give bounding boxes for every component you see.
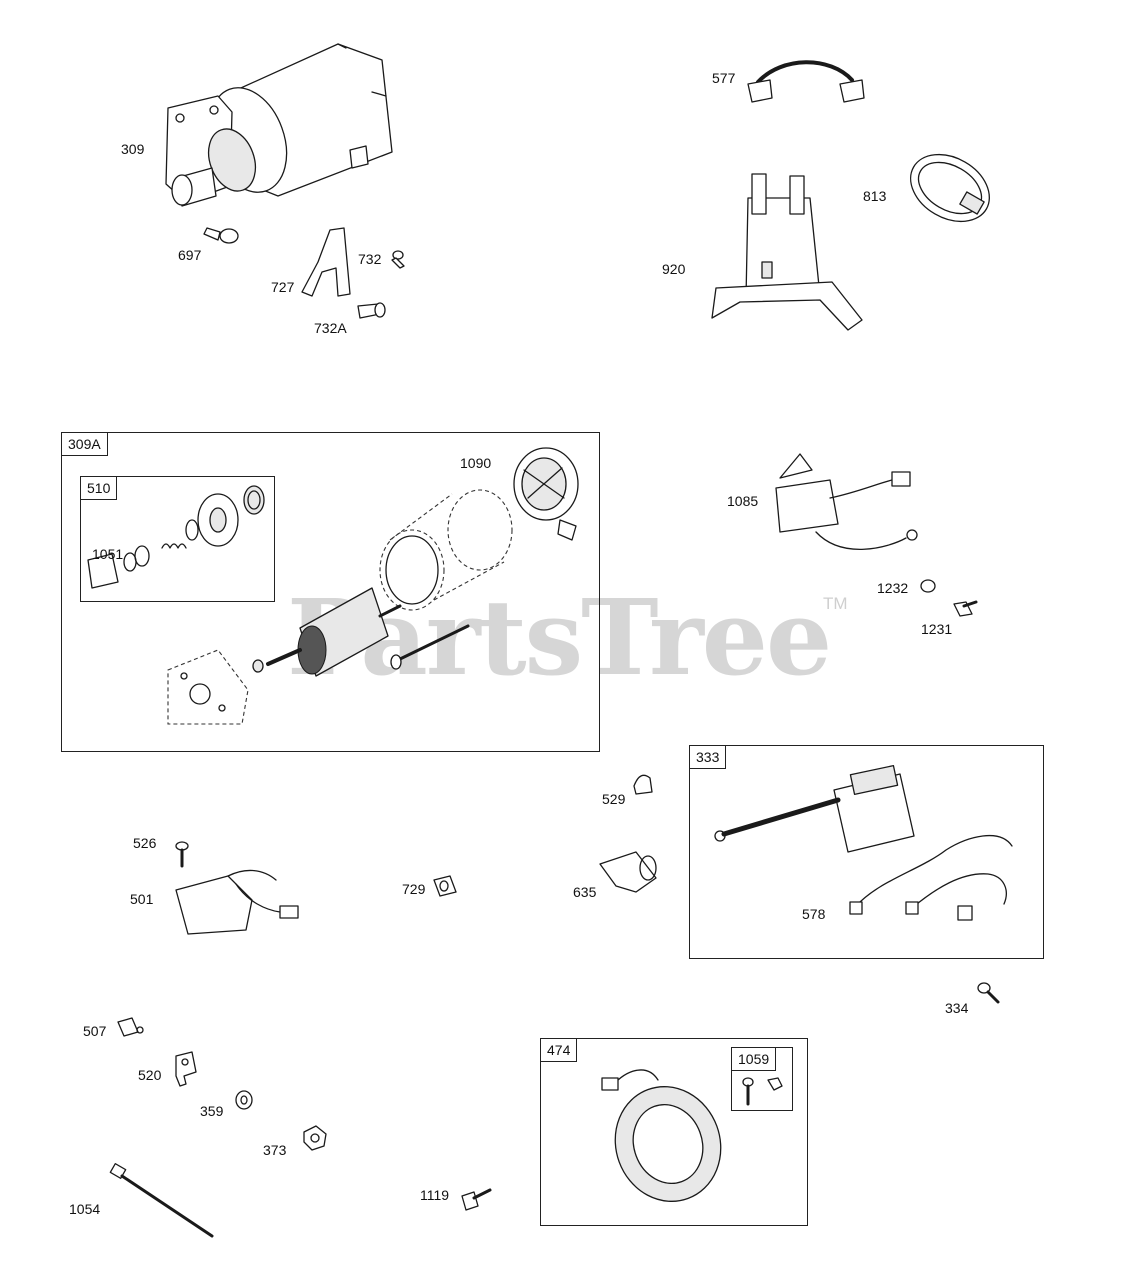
bolt-1231-illustration bbox=[953, 600, 978, 617]
bracket-727-illustration bbox=[301, 227, 351, 297]
drive-kit-parts-illustration bbox=[87, 485, 265, 589]
part-label-373: 373 bbox=[263, 1142, 287, 1158]
starter-motor-illustration bbox=[165, 43, 393, 207]
kit-box-510-label: 510 bbox=[80, 476, 118, 500]
kit-box-474-label: 474 bbox=[540, 1038, 578, 1062]
part-label-920: 920 bbox=[662, 261, 686, 277]
part-label-1051: 1051 bbox=[92, 546, 124, 562]
part-label-334: 334 bbox=[945, 1000, 969, 1016]
part-label-732a: 732A bbox=[314, 320, 347, 336]
part-label-1232: 1232 bbox=[877, 580, 909, 596]
part-label-813: 813 bbox=[863, 188, 887, 204]
part-label-520: 520 bbox=[138, 1067, 162, 1083]
ground-wire-578-illustration bbox=[849, 835, 1013, 921]
armature-illustration bbox=[266, 587, 402, 677]
part-label-526: 526 bbox=[133, 835, 157, 851]
part-label-1231: 1231 bbox=[921, 621, 953, 637]
part-label-359: 359 bbox=[200, 1103, 224, 1119]
part-label-732: 732 bbox=[358, 251, 382, 267]
spark-plug-boot-635-illustration bbox=[599, 851, 657, 893]
hardware-1059-illustration bbox=[742, 1077, 783, 1106]
kit-box-1059: 1059 bbox=[731, 1047, 793, 1111]
ignition-coil-333-illustration bbox=[714, 764, 915, 853]
nut-1232-illustration bbox=[920, 579, 936, 593]
part-label-727: 727 bbox=[271, 279, 295, 295]
part-label-729: 729 bbox=[402, 881, 426, 897]
kit-box-1059-label: 1059 bbox=[731, 1047, 777, 1071]
module-501-illustration bbox=[175, 869, 299, 935]
washer-359-illustration bbox=[235, 1090, 253, 1110]
kit-box-333: 333 bbox=[689, 745, 1044, 959]
kit-box-510: 510 bbox=[80, 476, 275, 602]
part-label-577: 577 bbox=[712, 70, 736, 86]
rectifier-1085-illustration bbox=[775, 453, 918, 550]
part-label-309: 309 bbox=[121, 141, 145, 157]
cable-tie-1054-illustration bbox=[109, 1163, 214, 1238]
alternator-stator-474-illustration bbox=[601, 1069, 722, 1202]
screw-697-illustration bbox=[203, 227, 239, 244]
wire-577-illustration bbox=[747, 60, 865, 103]
grommet-529-illustration bbox=[633, 774, 653, 795]
kit-box-309a-label: 309A bbox=[61, 432, 108, 456]
kit-box-333-label: 333 bbox=[689, 745, 727, 769]
bolt-732a-illustration bbox=[357, 302, 386, 319]
terminal-507-illustration bbox=[117, 1017, 144, 1037]
clamp-813-illustration bbox=[910, 153, 990, 223]
part-label-635: 635 bbox=[573, 884, 597, 900]
solenoid-920-illustration bbox=[711, 173, 863, 331]
part-label-697: 697 bbox=[178, 247, 202, 263]
kit-box-474: 474 bbox=[540, 1038, 808, 1226]
kit-box-309a: 309A bbox=[61, 432, 600, 752]
bolt-334-illustration bbox=[977, 982, 1000, 1004]
screw-732-illustration bbox=[391, 250, 405, 269]
housing-illustration bbox=[379, 489, 513, 611]
part-label-1119: 1119 bbox=[420, 1187, 450, 1203]
end-cap-1090-illustration bbox=[513, 447, 579, 541]
nut-373-illustration bbox=[303, 1125, 327, 1151]
part-label-507: 507 bbox=[83, 1023, 107, 1039]
clip-729-illustration bbox=[433, 875, 457, 897]
part-label-1054: 1054 bbox=[69, 1201, 101, 1217]
through-bolt-illustration bbox=[390, 624, 470, 670]
part-label-1085: 1085 bbox=[727, 493, 759, 509]
part-label-501: 501 bbox=[130, 891, 154, 907]
part-label-578: 578 bbox=[802, 906, 826, 922]
screw-526-illustration bbox=[175, 841, 189, 868]
part-label-1090: 1090 bbox=[460, 455, 492, 471]
trademark-mark: TM bbox=[823, 594, 848, 613]
part-label-529: 529 bbox=[602, 791, 626, 807]
bolt-1119-illustration bbox=[461, 1188, 492, 1211]
tab-520-illustration bbox=[175, 1051, 197, 1087]
drive-end-plate-illustration bbox=[167, 649, 264, 725]
